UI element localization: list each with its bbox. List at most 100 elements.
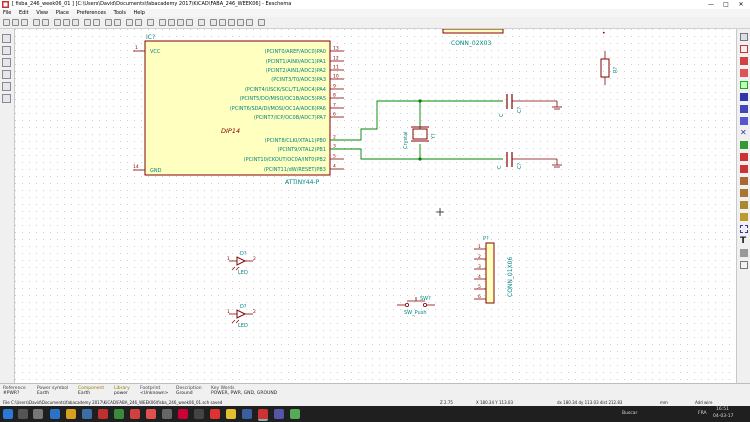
print-icon[interactable]	[105, 19, 112, 26]
net-label-icon[interactable]	[740, 153, 748, 161]
units-mm-icon[interactable]	[2, 58, 11, 67]
wire-to-bus-icon[interactable]	[740, 105, 748, 113]
menu-file[interactable]: File	[3, 10, 12, 16]
global-label-icon[interactable]	[740, 165, 748, 173]
zoom-area-icon[interactable]	[186, 19, 193, 26]
library-icon[interactable]	[135, 19, 142, 26]
msgpanel-field: Footprint<Unknown>	[140, 386, 168, 396]
save-icon[interactable]	[21, 19, 28, 26]
units-inch-icon[interactable]	[2, 46, 11, 55]
bom-icon[interactable]	[246, 19, 253, 26]
erc-icon[interactable]	[219, 19, 226, 26]
redo-icon[interactable]	[93, 19, 100, 26]
app-icon-9[interactable]	[274, 409, 284, 419]
open-icon[interactable]	[12, 19, 19, 26]
import-pin-icon[interactable]	[740, 201, 748, 209]
wire-angle-icon[interactable]	[2, 94, 11, 103]
undo-icon[interactable]	[84, 19, 91, 26]
hierarchy-icon[interactable]	[198, 19, 205, 26]
edge-icon[interactable]	[50, 409, 60, 419]
app-icon-2[interactable]	[130, 409, 140, 419]
menu-help[interactable]: Help	[133, 10, 145, 16]
zoom-in-icon[interactable]	[159, 19, 166, 26]
app-icon-1[interactable]	[114, 409, 124, 419]
app-icon-3[interactable]	[146, 409, 156, 419]
cut-icon[interactable]	[54, 19, 61, 26]
schematic-canvas[interactable]: IC? ATTINY44-P DIP14 VCC 1 GND 14 (PCINT…	[15, 29, 736, 383]
hier-label-icon[interactable]	[740, 177, 748, 185]
explorer-icon[interactable]	[66, 409, 76, 419]
close-button[interactable]: ✕	[738, 1, 744, 8]
text-icon[interactable]: T	[740, 236, 747, 246]
minimize-button[interactable]: —	[708, 1, 714, 8]
bus-to-bus-icon[interactable]	[740, 117, 748, 125]
app-icon-8[interactable]	[242, 409, 252, 419]
right-toolbar: ✕ T	[736, 29, 750, 383]
zoom-fit-icon[interactable]	[177, 19, 184, 26]
junction-icon[interactable]	[740, 141, 748, 149]
led1-symbol[interactable]	[229, 256, 253, 271]
plot-icon[interactable]	[114, 19, 121, 26]
annotate-icon[interactable]	[210, 19, 217, 26]
delete-icon[interactable]	[740, 261, 748, 269]
menu-view[interactable]: View	[36, 10, 49, 16]
cvpcb-icon[interactable]	[237, 19, 244, 26]
app-icon-7[interactable]	[226, 409, 236, 419]
menu-place[interactable]: Place	[55, 10, 70, 16]
app-icon-5[interactable]	[178, 409, 188, 419]
pcb-icon[interactable]	[258, 19, 265, 26]
copy-icon[interactable]	[63, 19, 70, 26]
graphic-line-icon[interactable]	[740, 225, 748, 233]
led2-symbol[interactable]	[229, 309, 253, 324]
conn-top-body[interactable]	[442, 29, 504, 34]
chrome-icon[interactable]	[210, 409, 220, 419]
status-dxdy: dx 180.34 dy 113.03 dist 212.83	[557, 400, 623, 405]
search-box[interactable]: Buscar	[622, 411, 638, 416]
canvas-grid	[15, 29, 736, 383]
ic-package: DIP14	[221, 127, 240, 135]
maximize-button[interactable]: □	[723, 1, 729, 8]
refresh-icon[interactable]	[147, 19, 154, 26]
conn6-body[interactable]	[485, 242, 495, 304]
select-icon[interactable]	[740, 33, 748, 41]
place-bus-icon[interactable]	[740, 93, 748, 101]
mail-icon[interactable]	[98, 409, 108, 419]
start-icon[interactable]	[3, 409, 13, 419]
led1-pin1: 1	[227, 256, 230, 262]
menu-edit[interactable]: Edit	[18, 10, 29, 16]
find-icon[interactable]	[42, 19, 49, 26]
language-indicator[interactable]: FRA	[698, 411, 707, 416]
ic-pin-label: (PCINT11/dW/RESET)PB3	[264, 167, 326, 173]
hidden-pins-icon[interactable]	[2, 82, 11, 91]
new-schematic-icon[interactable]	[3, 19, 10, 26]
search-icon[interactable]	[18, 409, 28, 419]
switch-symbol[interactable]	[397, 297, 435, 307]
pcbnew-icon[interactable]	[126, 19, 133, 26]
cap2-label: C	[497, 165, 503, 169]
place-wire-icon[interactable]	[740, 81, 748, 89]
page-settings-icon[interactable]	[33, 19, 40, 26]
app-icon-10[interactable]	[290, 409, 300, 419]
cursor-shape-icon[interactable]	[2, 70, 11, 79]
highlight-net-icon[interactable]	[740, 45, 748, 53]
hier-sheet-icon[interactable]	[740, 189, 748, 197]
ic-body[interactable]	[144, 40, 331, 176]
no-connect-icon[interactable]: ✕	[740, 128, 747, 137]
place-component-icon[interactable]	[740, 57, 748, 65]
menu-preferences[interactable]: Preferences	[76, 10, 107, 16]
crystal-body[interactable]	[412, 128, 428, 140]
place-power-icon[interactable]	[740, 69, 748, 77]
sheet-pin-icon[interactable]	[740, 213, 748, 221]
kicad-icon[interactable]	[258, 409, 268, 421]
zoom-out-icon[interactable]	[168, 19, 175, 26]
store-icon[interactable]	[82, 409, 92, 419]
menu-tools[interactable]: Tools	[113, 10, 126, 16]
paste-icon[interactable]	[72, 19, 79, 26]
app-icon-6[interactable]	[194, 409, 204, 419]
task-view-icon[interactable]	[33, 409, 43, 419]
app-icon-4[interactable]	[162, 409, 172, 419]
netlist-icon[interactable]	[228, 19, 235, 26]
grid-toggle-icon[interactable]	[2, 34, 11, 43]
image-icon[interactable]	[740, 249, 748, 257]
